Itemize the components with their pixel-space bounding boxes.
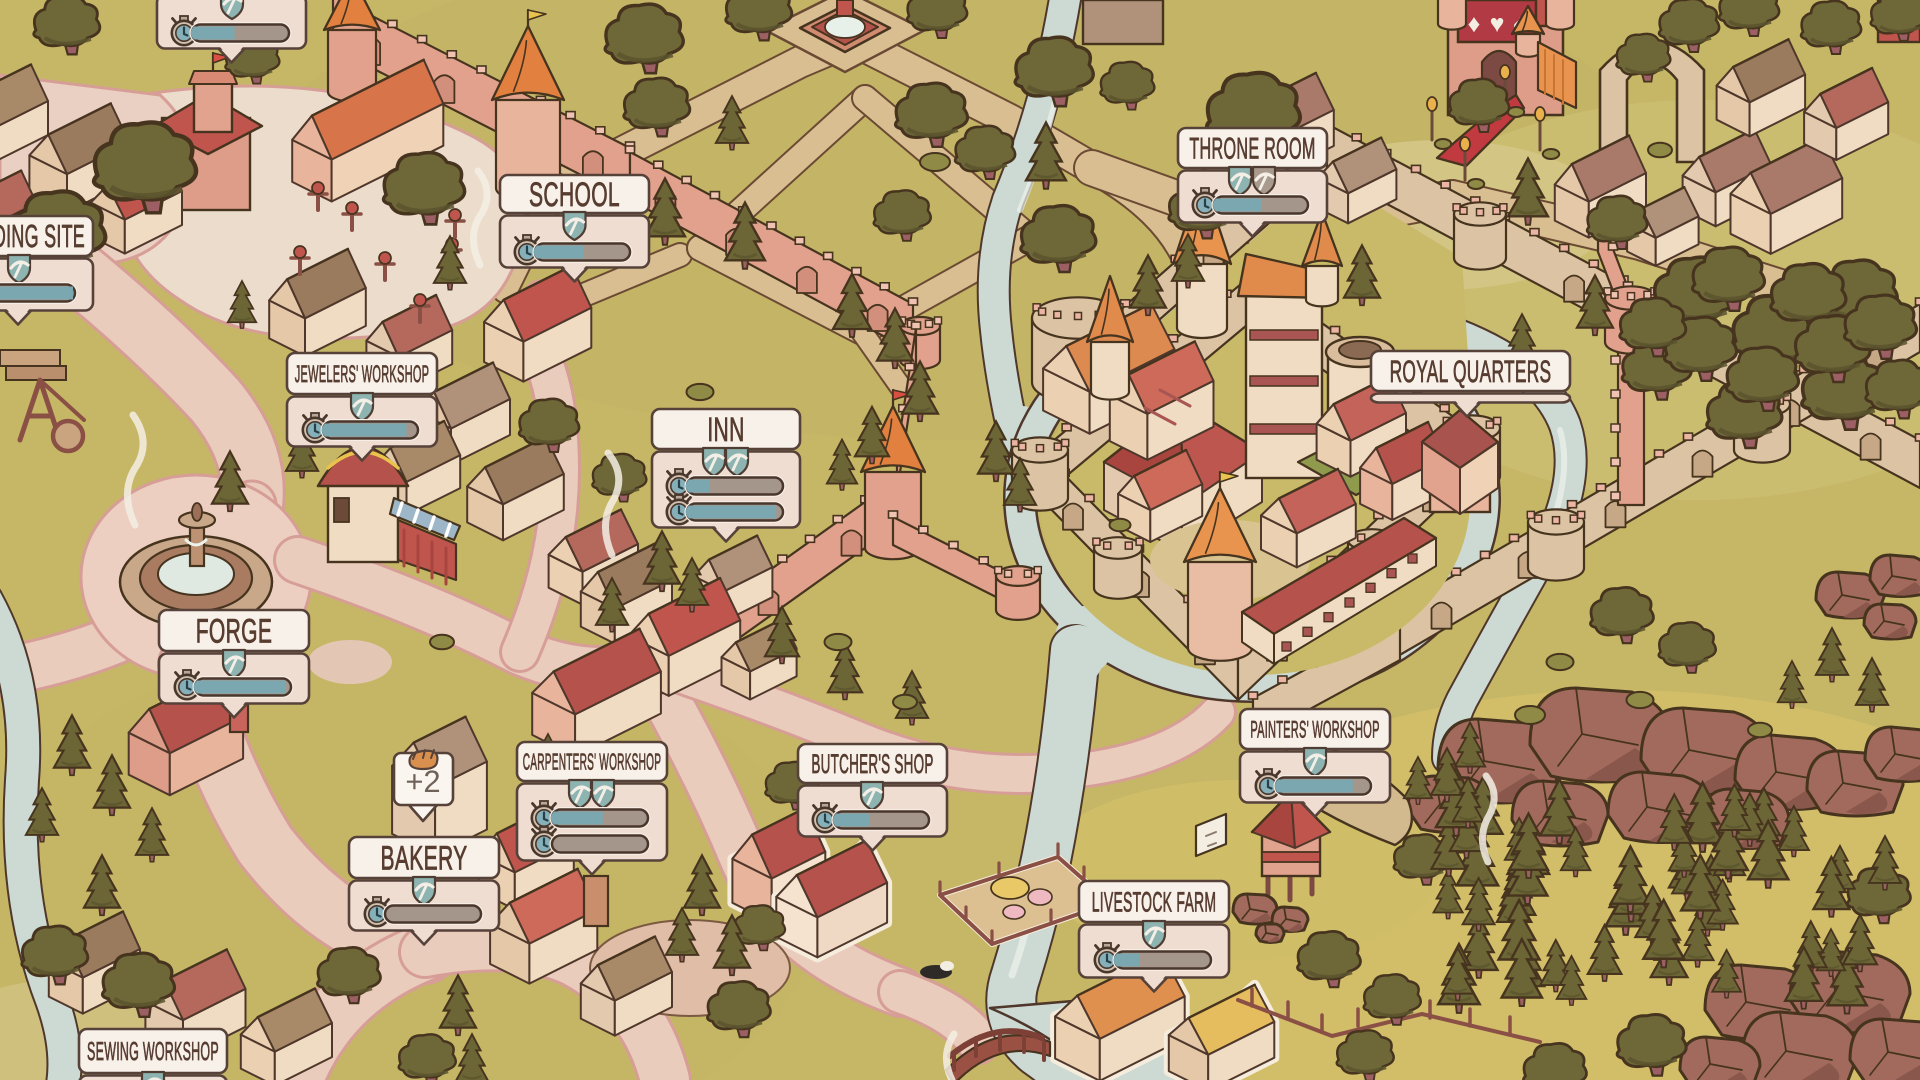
svg-text:THRONE ROOM: THRONE ROOM: [1189, 133, 1315, 166]
svg-text:CARPENTERS' WORKSHOP: CARPENTERS' WORKSHOP: [523, 749, 661, 775]
svg-text:+2: +2: [405, 764, 440, 799]
svg-text:INN: INN: [707, 411, 744, 449]
svg-text:SEWING WORKSHOP: SEWING WORKSHOP: [87, 1036, 219, 1066]
svg-text:BUILDING SITE: BUILDING SITE: [0, 218, 85, 254]
svg-text:BUTCHER'S SHOP: BUTCHER'S SHOP: [811, 749, 933, 779]
svg-text:BAKERY: BAKERY: [380, 839, 467, 877]
svg-text:SCHOOL: SCHOOL: [529, 176, 620, 214]
svg-text:LIVESTOCK FARM: LIVESTOCK FARM: [1092, 886, 1217, 917]
svg-text:PAINTERS' WORKSHOP: PAINTERS' WORKSHOP: [1250, 716, 1379, 743]
svg-text:ROYAL QUARTERS: ROYAL QUARTERS: [1390, 354, 1552, 389]
svg-text:♥: ♥: [1490, 10, 1505, 38]
svg-text:FORGE: FORGE: [196, 612, 273, 650]
svg-text:♦: ♦: [1468, 10, 1481, 38]
svg-text:JEWELERS' WORKSHOP: JEWELERS' WORKSHOP: [295, 361, 429, 388]
